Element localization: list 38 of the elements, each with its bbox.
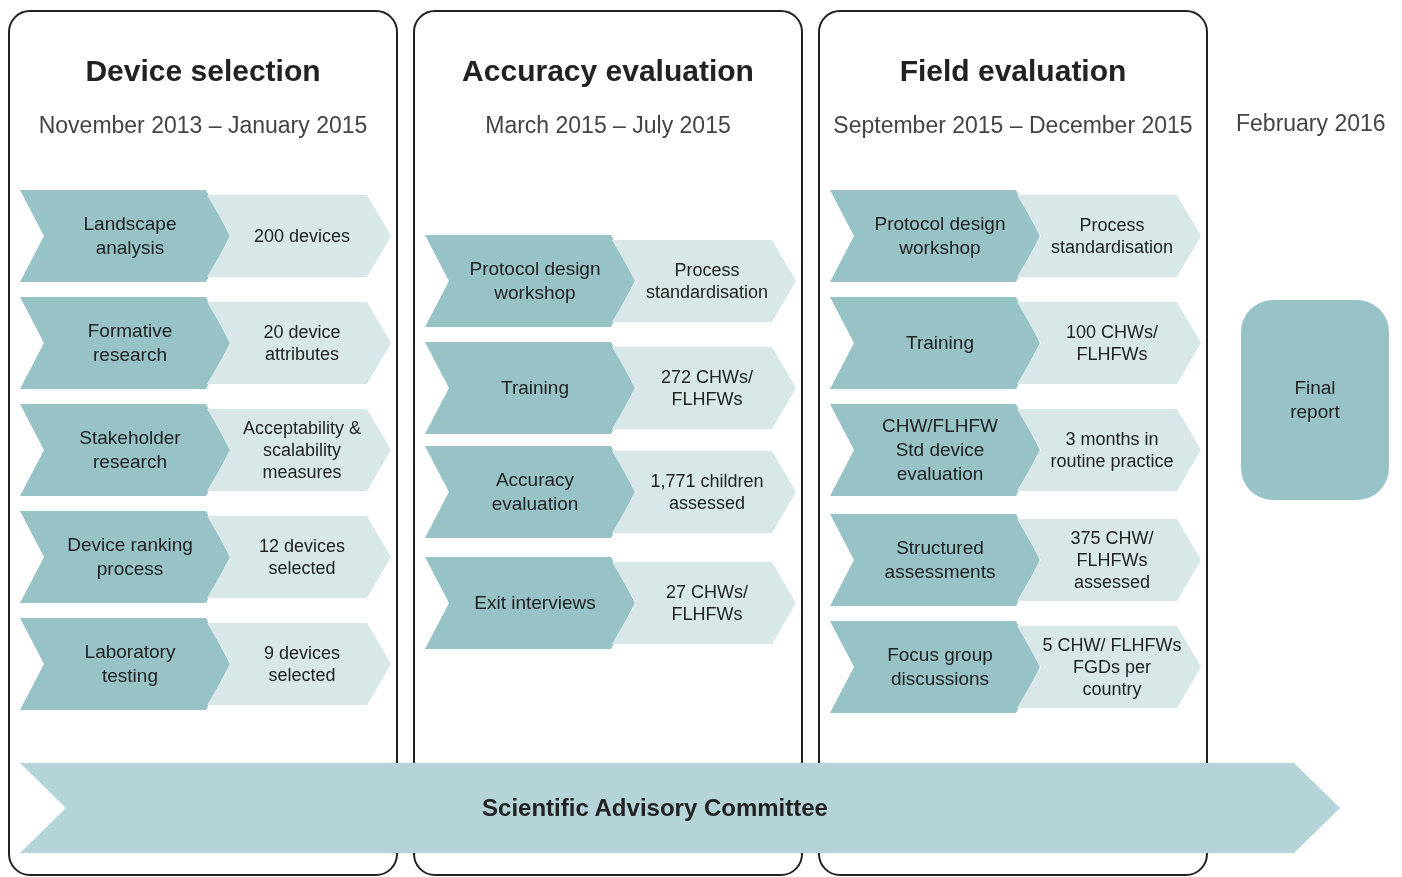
step-result: 272 CHWs/ FLHFWs — [612, 347, 796, 429]
process-step: Exit interviews — [425, 557, 635, 649]
step-result: 12 devices selected — [207, 516, 391, 598]
phase-panel — [8, 10, 398, 876]
step-result: Process standardisation — [612, 240, 796, 322]
process-step: Laboratory testing — [20, 618, 230, 710]
report-box: Final report — [1241, 300, 1389, 500]
process-step: Accuracy evaluation — [425, 446, 635, 538]
step-result: 3 months in routine practice — [1017, 409, 1201, 491]
phase-dates: March 2015 – July 2015 — [484, 112, 732, 139]
process-step: CHW/FLHFW Std device evaluation — [830, 404, 1040, 496]
process-step: Structured assessments — [830, 514, 1040, 606]
process-step: Landscape analysis — [20, 190, 230, 282]
step-result: 375 CHW/ FLHFWs assessed — [1017, 519, 1201, 601]
step-result: 1,771 children assessed — [612, 451, 796, 533]
step-result: 200 devices — [207, 195, 391, 277]
date-label: February 2016 — [1236, 110, 1386, 137]
process-step: Stakeholder research — [20, 404, 230, 496]
step-result: Process standardisation — [1017, 195, 1201, 277]
step-result: 100 CHWs/ FLHFWs — [1017, 302, 1201, 384]
phase-title: Device selection — [84, 54, 322, 88]
step-result: 20 device attributes — [207, 302, 391, 384]
process-step: Training — [830, 297, 1040, 389]
step-result: 5 CHW/ FLHFWs FGDs per country — [1017, 626, 1201, 708]
process-step: Protocol design workshop — [830, 190, 1040, 282]
step-result: 27 CHWs/ FLHFWs — [612, 562, 796, 644]
process-step: Formative research — [20, 297, 230, 389]
process-step: Device ranking process — [20, 511, 230, 603]
committee-chevron: Scientific Advisory Committee — [20, 763, 1340, 853]
step-result: 9 devices selected — [207, 623, 391, 705]
process-step: Focus group discussions — [830, 621, 1040, 713]
phase-title: Field evaluation — [898, 54, 1128, 88]
process-step: Protocol design workshop — [425, 235, 635, 327]
phase-title: Accuracy evaluation — [461, 54, 755, 88]
phase-dates: November 2013 – January 2015 — [37, 112, 369, 139]
process-step: Training — [425, 342, 635, 434]
phase-dates: September 2015 – December 2015 — [832, 112, 1194, 139]
step-result: Acceptability & scalability measures — [207, 409, 391, 491]
